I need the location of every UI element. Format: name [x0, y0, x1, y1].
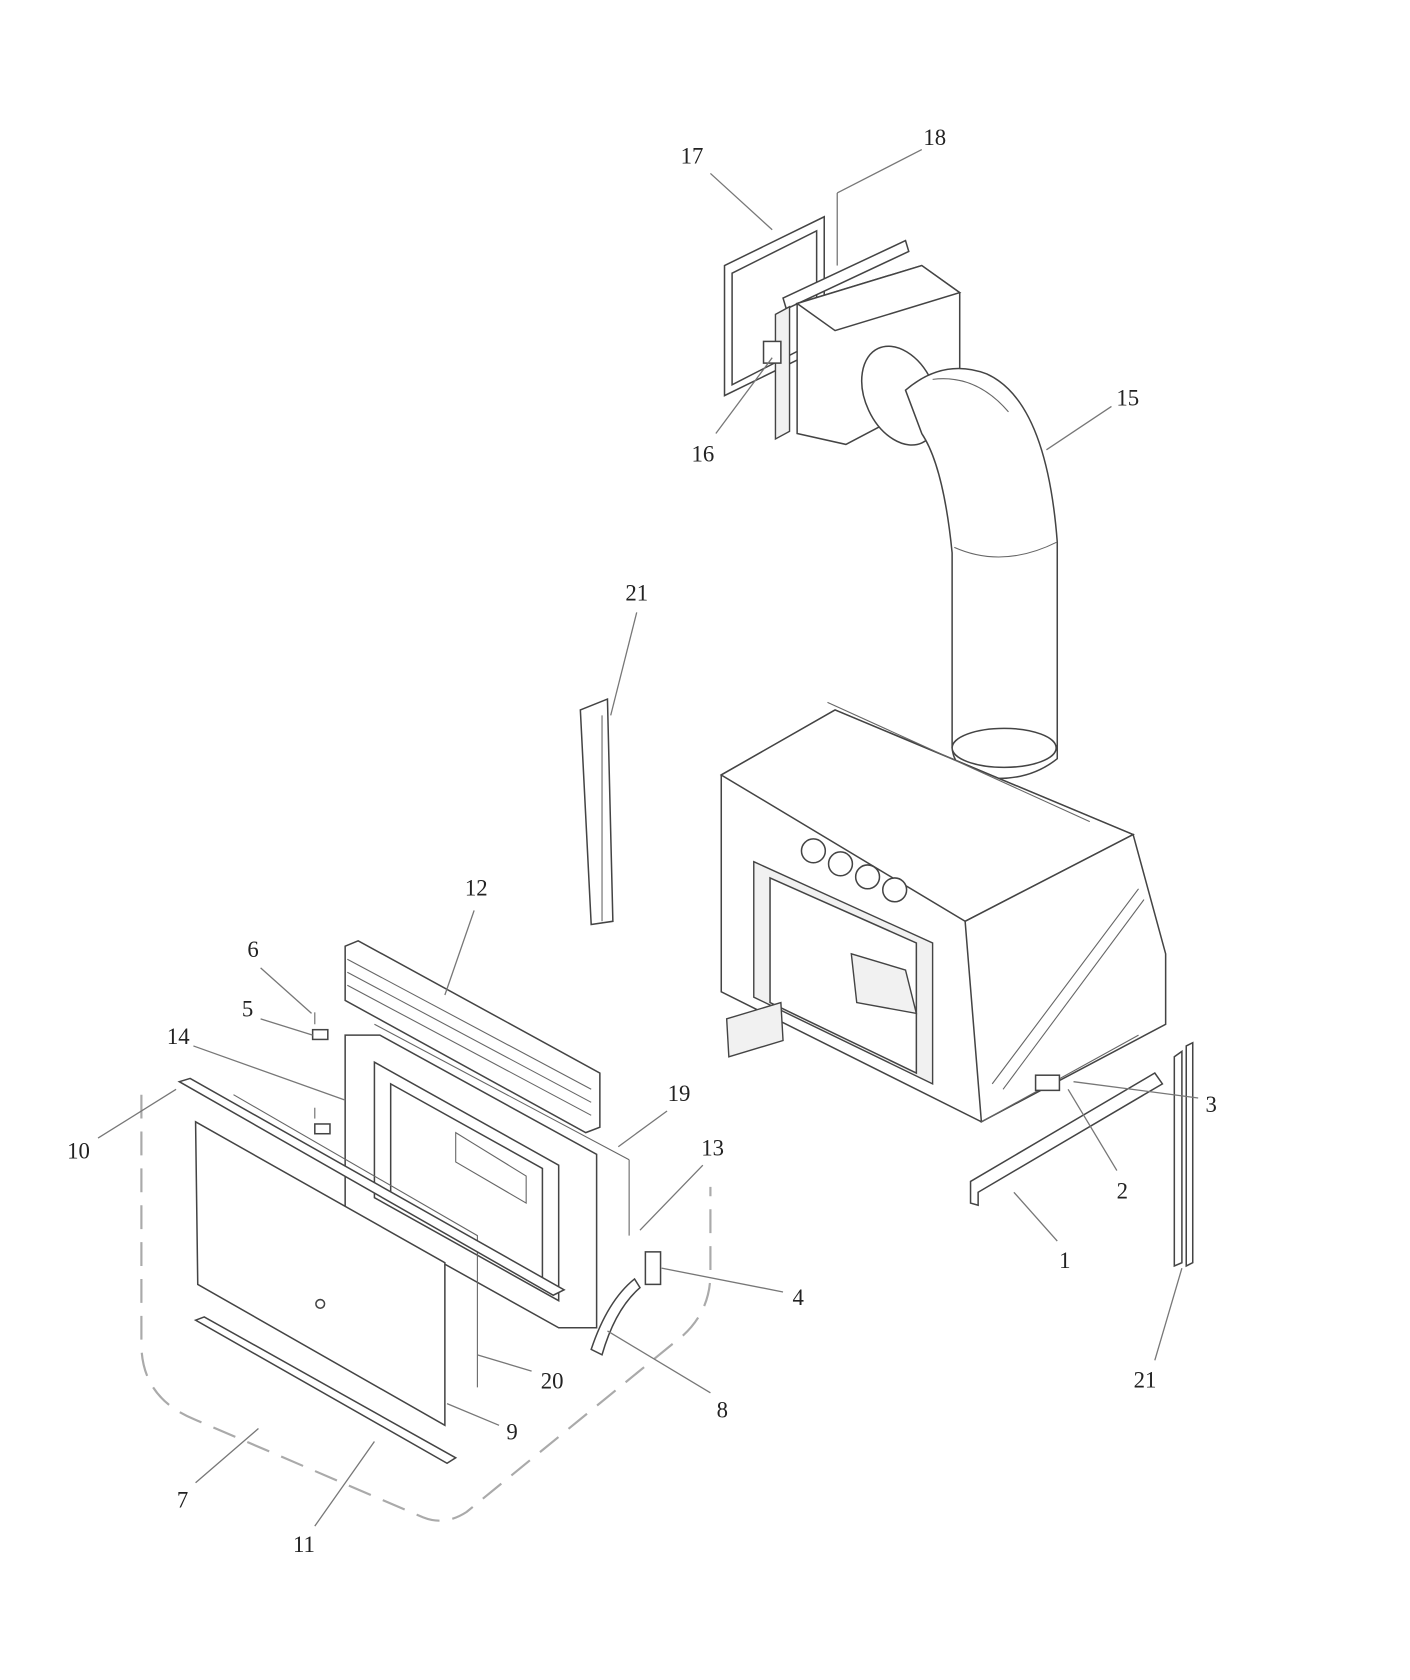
top-louvre — [344, 939, 601, 1134]
side-strip-left — [579, 697, 614, 926]
firebox-body — [719, 701, 1167, 1124]
callout-13: 13 — [701, 1135, 724, 1160]
flue-pipe-elbow — [904, 367, 1059, 780]
door-handle — [590, 1277, 641, 1356]
callout-21-right: 21 — [1134, 1367, 1157, 1392]
door-frame — [344, 1023, 630, 1329]
callout-20: 20 — [541, 1368, 564, 1393]
callout-10: 10 — [67, 1139, 90, 1164]
callout-6: 6 — [247, 937, 258, 962]
callout-9: 9 — [506, 1419, 517, 1444]
glass-panel — [194, 1120, 446, 1427]
callout-2: 2 — [1117, 1179, 1128, 1204]
callout-18: 18 — [923, 125, 946, 150]
callout-3: 3 — [1205, 1092, 1216, 1117]
callout-12: 12 — [465, 875, 488, 900]
callout-1: 1 — [1059, 1248, 1070, 1273]
gasket — [233, 1094, 478, 1388]
callout-8: 8 — [717, 1398, 728, 1423]
bottom-trim-bar — [193, 1316, 458, 1465]
leader-lines — [97, 148, 1199, 1527]
callout-11: 11 — [293, 1532, 315, 1557]
callout-14: 14 — [167, 1024, 190, 1049]
callout-5: 5 — [242, 997, 253, 1022]
callout-17: 17 — [681, 144, 704, 169]
side-strip-right-inner — [1185, 1041, 1194, 1268]
side-strip-right — [1173, 1049, 1183, 1268]
callout-21-left: 21 — [625, 580, 648, 605]
callout-15: 15 — [1116, 385, 1139, 410]
hinge — [644, 1251, 662, 1286]
callout-19: 19 — [668, 1081, 691, 1106]
callout-7: 7 — [177, 1488, 188, 1513]
callout-16: 16 — [691, 442, 714, 467]
mounting-rail — [969, 1072, 1164, 1207]
top-trim-bar — [177, 1077, 566, 1297]
callout-4: 4 — [793, 1285, 805, 1310]
